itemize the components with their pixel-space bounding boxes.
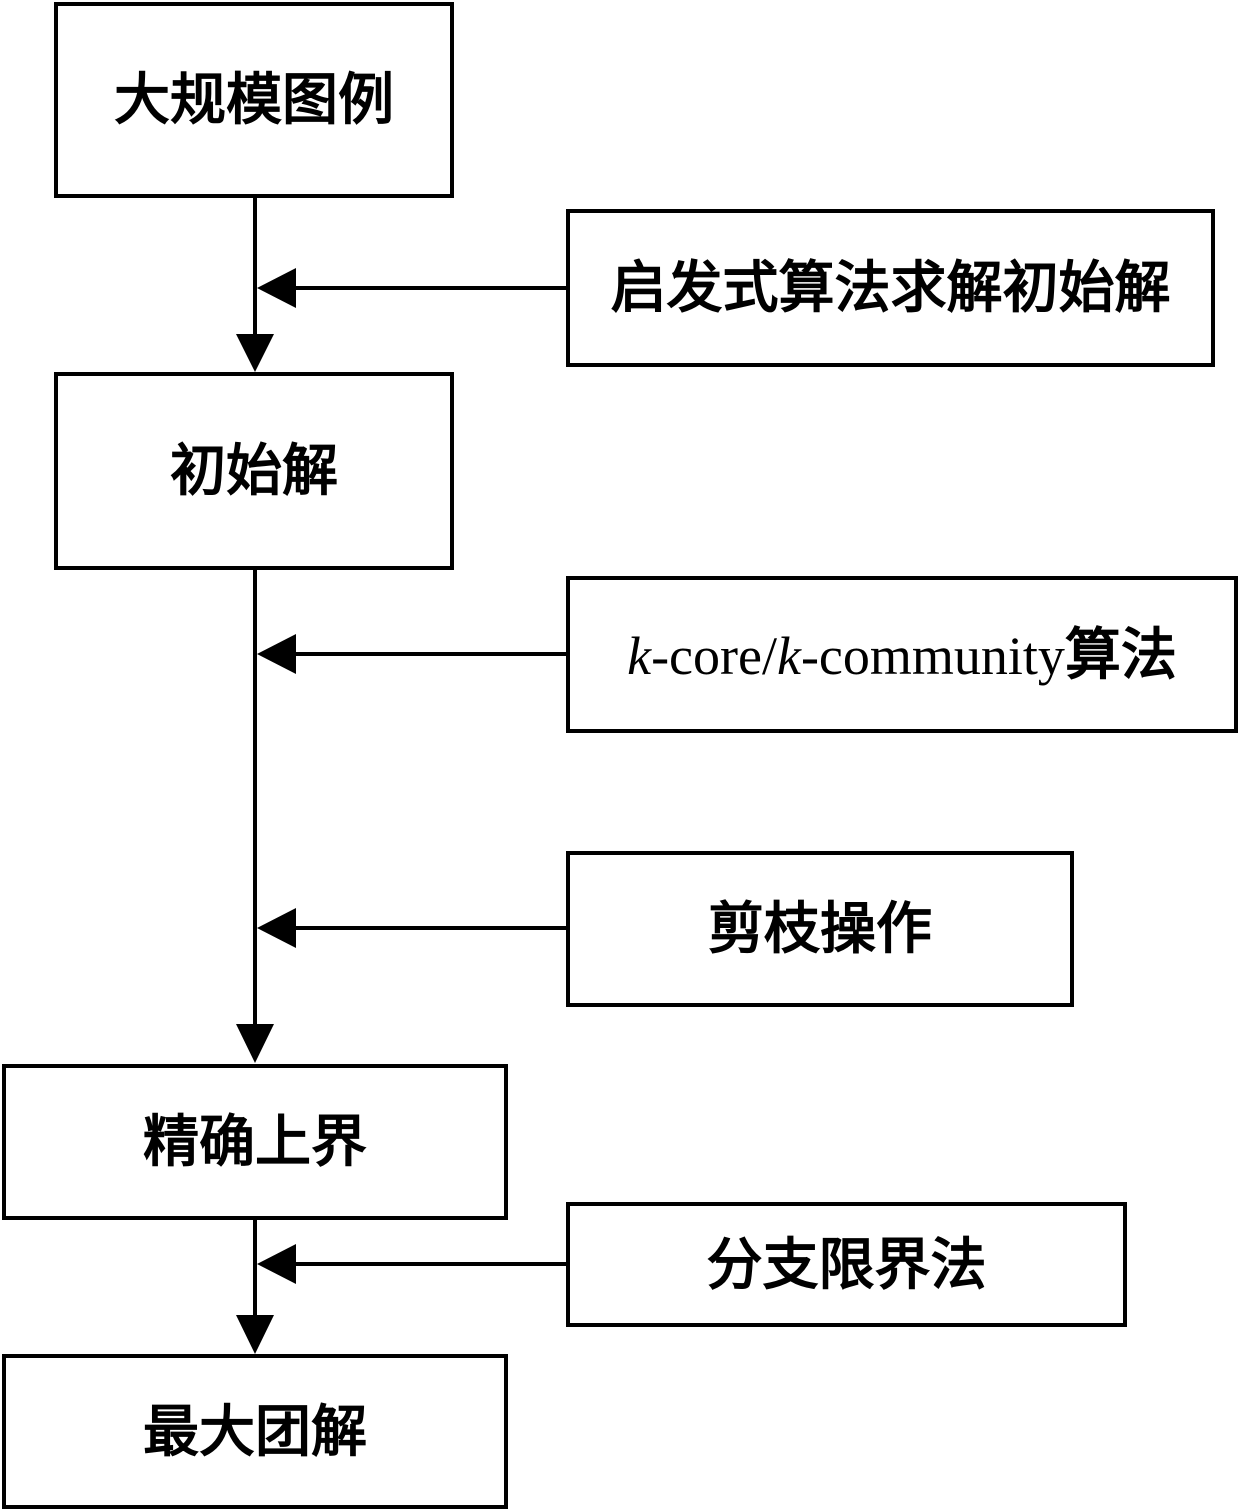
label-k1: k <box>627 625 652 686</box>
arrow-n1-n2-icon <box>236 334 274 372</box>
label-algorithm: 算法 <box>1064 621 1177 688</box>
node-label: 最大团解 <box>143 1398 367 1465</box>
label-k2: k <box>776 625 801 686</box>
node-large-scale-instances: 大规模图例 <box>54 2 454 198</box>
node-label: 初始解 <box>170 438 338 504</box>
node-initial-solution: 初始解 <box>54 372 454 570</box>
node-label: 剪枝操作 <box>708 896 932 962</box>
node-label: 精确上界 <box>143 1109 367 1175</box>
label-core: -core/ <box>651 625 777 686</box>
node-max-clique-solution: 最大团解 <box>2 1354 508 1509</box>
node-label: 大规模图例 <box>114 67 394 133</box>
node-exact-upper-bound: 精确上界 <box>2 1064 508 1220</box>
arrow-s2-icon <box>257 634 296 674</box>
arrow-s1-icon <box>257 268 296 308</box>
arrow-s4-icon <box>257 1244 296 1284</box>
node-heuristic-initial: 启发式算法求解初始解 <box>566 209 1215 367</box>
node-branch-and-bound: 分支限界法 <box>566 1202 1127 1327</box>
arrow-s3-icon <box>257 908 296 948</box>
label-community: -community <box>800 625 1065 686</box>
node-label: 启发式算法求解初始解 <box>610 255 1171 321</box>
node-label: k-core/k-community算法 <box>627 627 1177 683</box>
arrow-n2-n3-icon <box>236 1024 274 1063</box>
arrow-n3-n4-icon <box>236 1315 274 1354</box>
node-label: 分支限界法 <box>706 1231 987 1298</box>
node-pruning: 剪枝操作 <box>566 851 1074 1007</box>
node-kcore-kcommunity: k-core/k-community算法 <box>566 576 1238 733</box>
